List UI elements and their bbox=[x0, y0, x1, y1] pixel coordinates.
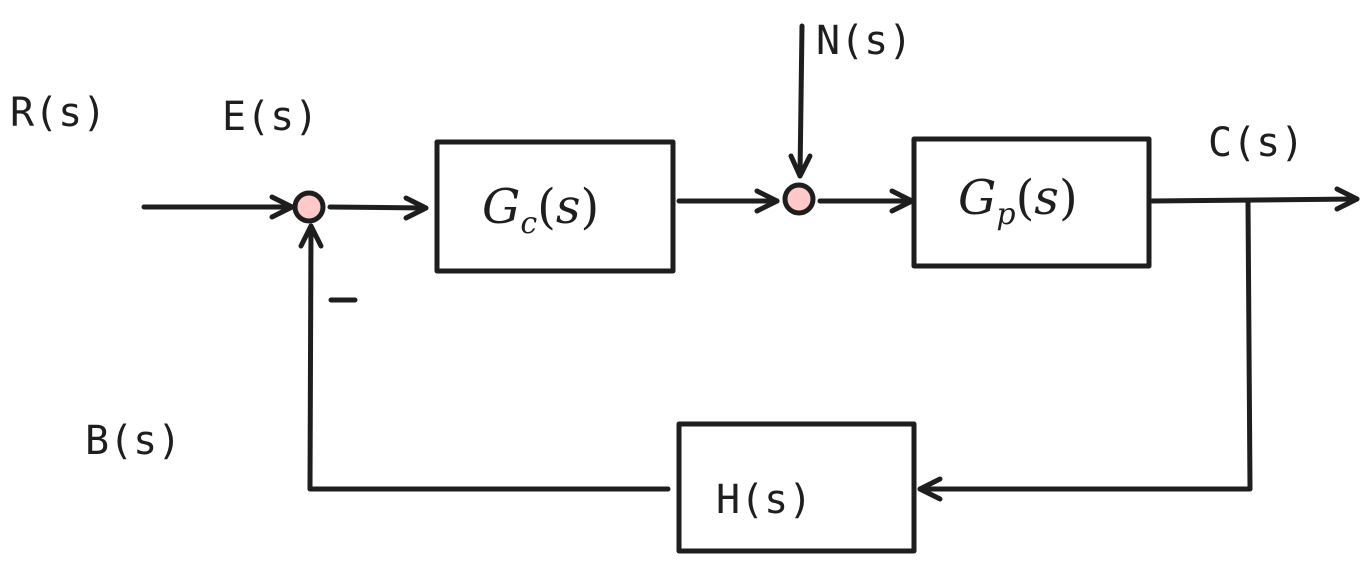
controller-label-arg: s bbox=[556, 179, 581, 235]
plant-label-base: G bbox=[958, 170, 996, 226]
feedback-path-to-junction bbox=[298, 223, 671, 492]
plant-label-arg: s bbox=[1034, 170, 1059, 226]
arrow-to-plant bbox=[817, 188, 915, 214]
arrow-to-disturbance-junction bbox=[676, 188, 780, 214]
plant-label: Gp(s) bbox=[958, 170, 1078, 232]
output-arrow bbox=[1149, 186, 1360, 212]
controller-label-sub: c bbox=[520, 206, 537, 241]
label-error-signal: E(s) bbox=[222, 94, 318, 140]
disturbance-arrow bbox=[788, 23, 813, 179]
feedback-path-to-sensor bbox=[917, 198, 1253, 502]
arrow-to-controller bbox=[327, 195, 429, 221]
plant-block bbox=[911, 136, 1152, 269]
summing-junction-error bbox=[292, 190, 326, 224]
label-reference-signal: R(s) bbox=[10, 90, 106, 136]
label-feedback-signal: B(s) bbox=[85, 418, 181, 464]
summing-junction-disturbance bbox=[782, 182, 816, 216]
controller-label: Gc(s) bbox=[482, 179, 599, 241]
sensor-block bbox=[676, 421, 917, 554]
label-output-signal: C(s) bbox=[1208, 120, 1304, 166]
controller-label-base: G bbox=[482, 179, 520, 235]
label-disturbance-signal: N(s) bbox=[816, 18, 912, 64]
input-arrow bbox=[141, 194, 295, 220]
plant-label-sub: p bbox=[996, 197, 1015, 232]
sensor-label: H(s) bbox=[716, 477, 812, 523]
controller-block bbox=[434, 139, 676, 274]
